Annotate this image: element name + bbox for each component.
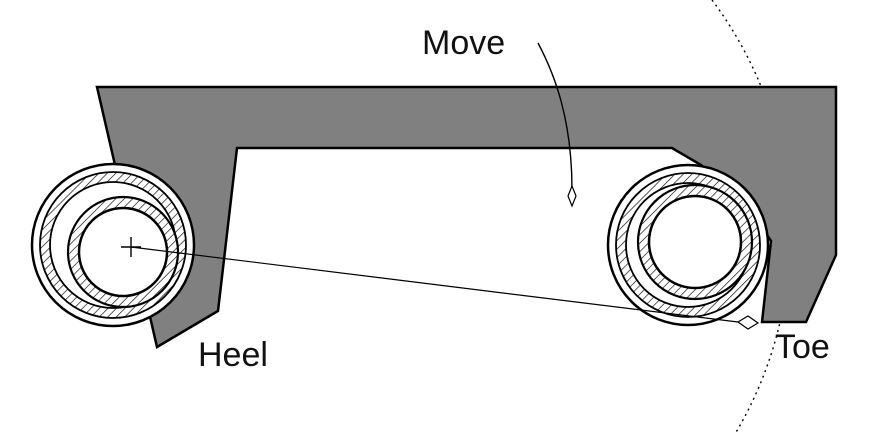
heel-label: Heel xyxy=(198,336,268,374)
heel-roller-icon xyxy=(30,162,196,328)
pivot-line xyxy=(130,246,747,324)
toe-roller-icon xyxy=(606,163,770,327)
swing-arc xyxy=(711,0,791,434)
toe-contact-marker xyxy=(736,315,760,330)
pivot-crosshair-icon xyxy=(121,237,141,257)
move-arrow-head xyxy=(567,184,577,208)
toe-label: Toe xyxy=(775,328,830,366)
move-arrow-icon xyxy=(537,42,573,191)
move-label: Move xyxy=(422,24,506,62)
